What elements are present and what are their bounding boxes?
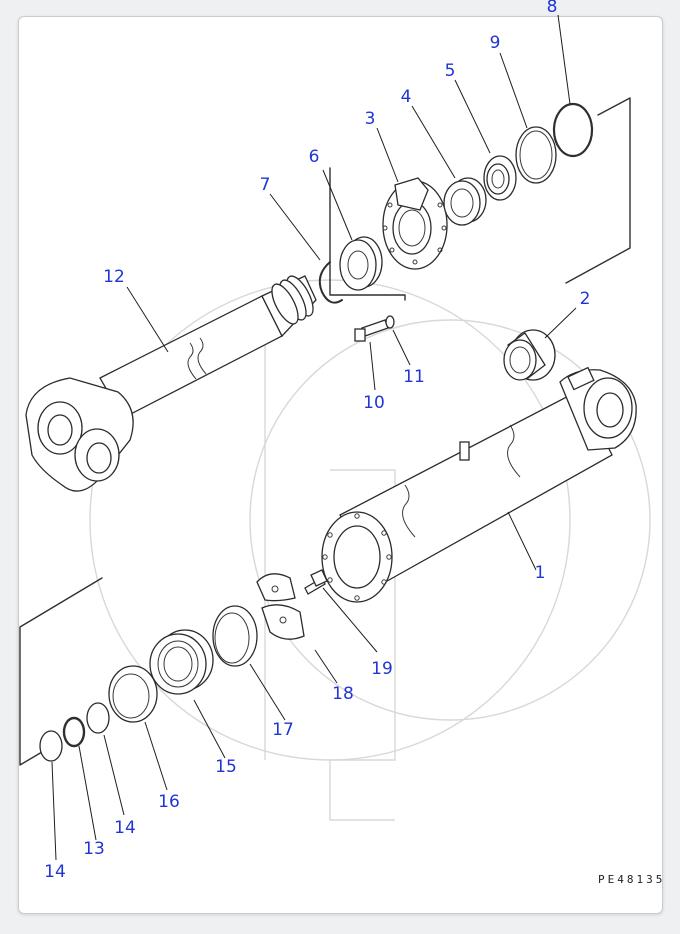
bracket-bottom-left bbox=[19, 577, 103, 766]
leader-lines bbox=[51, 14, 577, 861]
split-nut bbox=[256, 573, 305, 640]
snap-ring bbox=[515, 126, 557, 184]
callouts: 1 2 3 4 5 6 7 8 9 10 11 12 13 14 14 15 1… bbox=[44, 0, 590, 882]
callout-9[interactable]: 9 bbox=[490, 33, 501, 53]
callout-14-lower[interactable]: 14 bbox=[44, 862, 66, 882]
piston-ring bbox=[108, 665, 158, 723]
wear-ring bbox=[212, 605, 258, 667]
callout-4[interactable]: 4 bbox=[401, 87, 412, 107]
callout-8[interactable]: 8 bbox=[547, 0, 558, 17]
callout-19[interactable]: 19 bbox=[371, 659, 393, 679]
cylinder-head bbox=[382, 177, 448, 270]
callout-1[interactable]: 1 bbox=[535, 563, 546, 583]
backup-ring-upper bbox=[86, 702, 110, 734]
callout-7[interactable]: 7 bbox=[260, 175, 271, 195]
seal bbox=[483, 155, 517, 201]
drawing-code: PE48135 bbox=[598, 873, 665, 886]
callout-16[interactable]: 16 bbox=[158, 792, 180, 812]
callout-6[interactable]: 6 bbox=[309, 147, 320, 167]
piston-rod bbox=[25, 275, 317, 492]
piston bbox=[149, 629, 214, 695]
callout-17[interactable]: 17 bbox=[272, 720, 294, 740]
bushing bbox=[443, 177, 487, 226]
rod-packing bbox=[339, 236, 383, 291]
callout-3[interactable]: 3 bbox=[365, 109, 376, 129]
callout-15[interactable]: 15 bbox=[215, 757, 237, 777]
o-ring-piston bbox=[62, 716, 86, 748]
rod-snap-ring bbox=[318, 261, 343, 304]
head-washer bbox=[385, 315, 395, 329]
nut-bolt bbox=[304, 569, 328, 595]
callout-2[interactable]: 2 bbox=[580, 289, 591, 309]
o-ring-head bbox=[552, 102, 594, 158]
bracket-top-right bbox=[565, 97, 631, 284]
callout-14-upper[interactable]: 14 bbox=[114, 818, 136, 838]
callout-10[interactable]: 10 bbox=[363, 393, 385, 413]
callout-13[interactable]: 13 bbox=[83, 839, 105, 859]
callout-12[interactable]: 12 bbox=[103, 267, 125, 287]
bracket-top bbox=[329, 167, 406, 301]
cylinder-tube bbox=[321, 366, 637, 603]
backup-ring-lower bbox=[39, 730, 63, 762]
rod-end-bushing bbox=[503, 329, 556, 381]
head-bolt bbox=[354, 319, 389, 342]
callout-5[interactable]: 5 bbox=[445, 61, 456, 81]
callout-11[interactable]: 11 bbox=[403, 367, 425, 387]
callout-18[interactable]: 18 bbox=[332, 684, 354, 704]
